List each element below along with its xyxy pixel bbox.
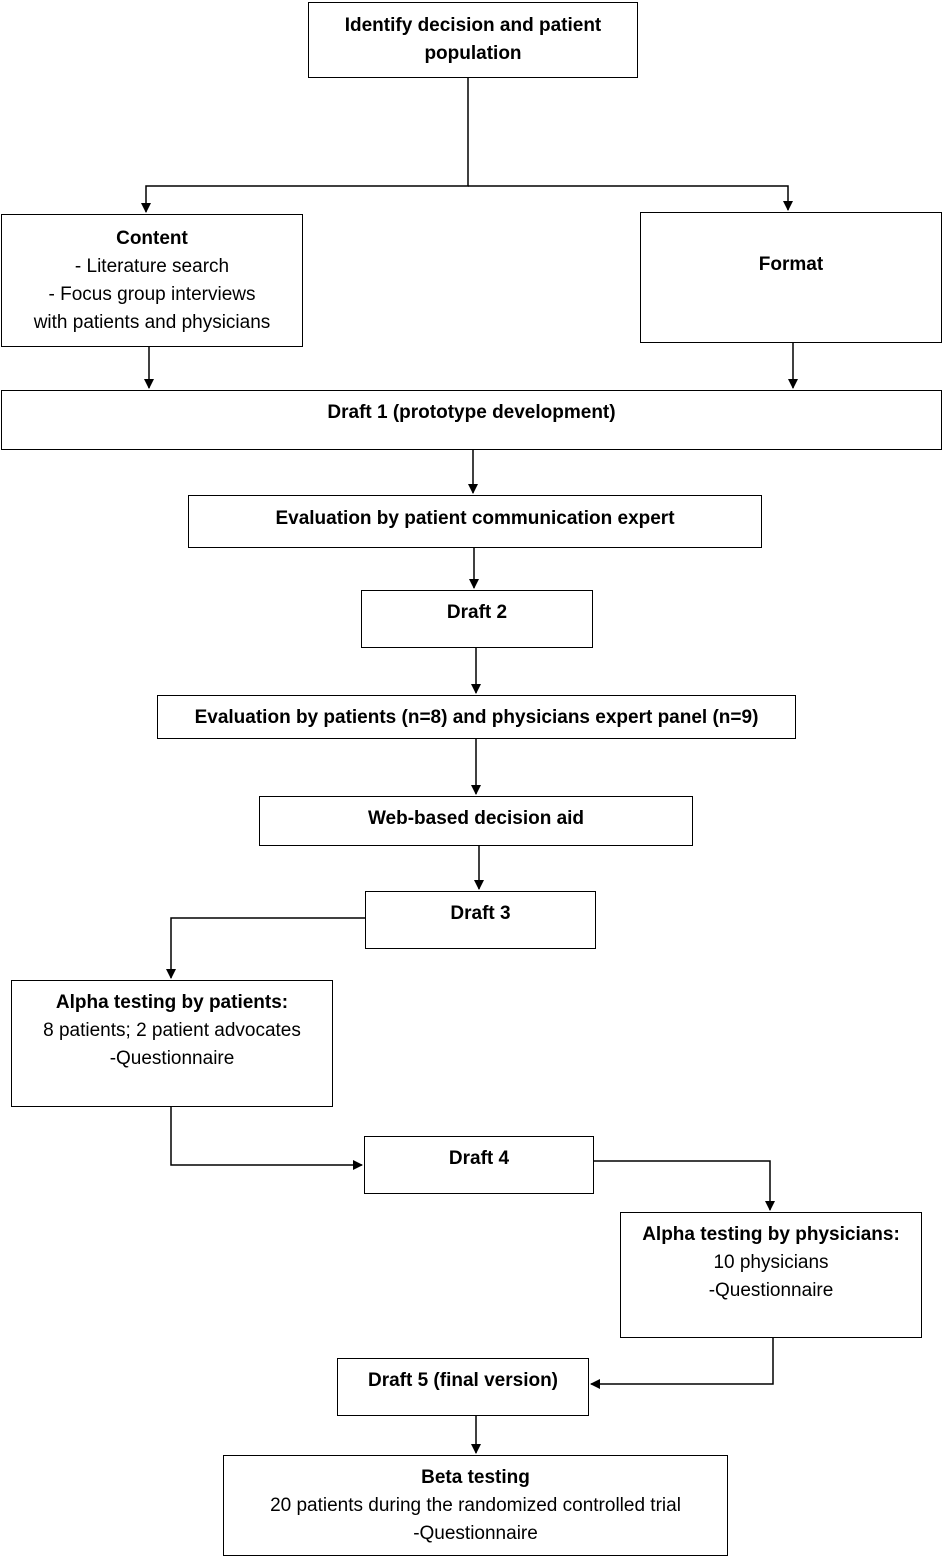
arrow-draft3-to-alpha-patients [166,917,365,979]
node-beta: Beta testing 20 patients during the rando… [223,1455,728,1556]
node-line: 10 physicians [713,1252,829,1273]
node-eval-panel: Evaluation by patients (n=8) and physici… [157,695,796,739]
node-line: 8 patients; 2 patient advocates [43,1020,301,1041]
node-draft1: Draft 1 (prototype development) [1,390,942,450]
arrow-identify-to-content [141,78,469,213]
node-title: Evaluation by patient communication expe… [275,508,675,529]
node-title: Identify decision and patient [344,15,602,36]
node-format: Format [640,212,942,343]
node-title: Alpha testing by physicians: [642,1224,900,1245]
node-line: - Literature search [74,256,230,277]
node-web-aid: Web-based decision aid [259,796,693,846]
node-title: Alpha testing by patients: [55,992,289,1013]
node-title: Draft 2 [446,602,508,623]
node-title: Draft 4 [448,1148,510,1169]
node-line: -Questionnaire [109,1048,235,1069]
arrow-alpha-patients-to-draft4 [170,1107,363,1170]
node-title: Content [116,228,188,249]
node-title: Draft 1 (prototype development) [327,402,616,423]
node-line: with patients and physicians [33,312,271,333]
node-alpha-patients: Alpha testing by patients: 8 patients; 2 … [11,980,333,1107]
arrow-identify-to-format [468,185,793,211]
node-title: population [424,43,522,64]
node-alpha-physicians: Alpha testing by physicians: 10 physician… [620,1212,922,1338]
node-title: Beta testing [421,1467,530,1488]
node-title: Web-based decision aid [367,808,585,829]
node-line: - Focus group interviews [48,284,256,305]
node-draft4: Draft 4 [364,1136,594,1194]
node-line: 20 patients during the randomized contro… [270,1495,681,1516]
arrow-draft4-to-alpha-physicians [594,1160,775,1211]
node-title: Evaluation by patients (n=8) and physici… [194,707,759,728]
node-identify: Identify decision and patient population [308,2,638,78]
node-line: -Questionnaire [413,1523,538,1544]
node-draft5: Draft 5 (final version) [337,1358,589,1416]
node-content: Content - Literature search - Focus group … [1,214,303,347]
node-line: -Questionnaire [708,1280,834,1301]
node-draft2: Draft 2 [361,590,593,648]
node-draft3: Draft 3 [365,891,596,949]
node-eval-expert: Evaluation by patient communication expe… [188,495,762,548]
node-title: Draft 3 [450,903,511,924]
node-title: Format [758,254,824,275]
node-title: Draft 5 (final version) [367,1370,559,1391]
arrow-alpha-physicians-to-draft5 [590,1338,774,1389]
